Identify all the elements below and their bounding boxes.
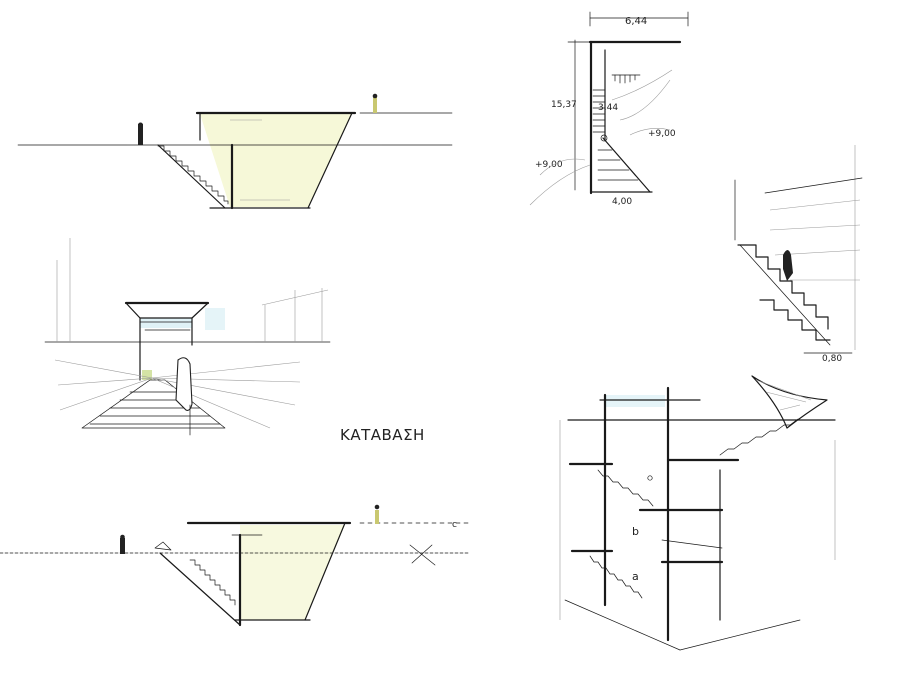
perspective-entrance: [44, 238, 331, 436]
label-b: b: [632, 525, 639, 538]
axonometric-view: b a: [559, 375, 836, 651]
human-figure-icon: [783, 250, 793, 281]
dim-base-width: 4,00: [612, 197, 632, 207]
dim-stair-width: 0,80: [822, 354, 842, 364]
human-figure-icon: [120, 538, 125, 554]
dim-inner-height: 3,44: [598, 103, 618, 113]
stair-detail: 0,80: [734, 145, 863, 364]
human-figure-icon: [375, 510, 379, 524]
dim-level-left: +9,00: [535, 160, 563, 170]
label-c: c: [452, 520, 457, 530]
human-figure-icon: [138, 124, 143, 145]
dim-height-total: 15,37: [551, 100, 577, 110]
human-figure-icon: [175, 357, 193, 411]
dimensioned-section: 6,44 15,37 3,44 +9,00 +9,00 4,00: [529, 11, 689, 207]
dim-top-width: 6,44: [625, 16, 647, 27]
section-bottom-left: c: [0, 504, 471, 627]
label-a: a: [632, 570, 639, 583]
sketch-title: ΚΑΤΑΒΑΣΗ: [340, 426, 425, 444]
human-figure-icon: [373, 97, 377, 113]
dim-level-right: +9,00: [648, 129, 676, 139]
section-top-left: [17, 93, 453, 210]
